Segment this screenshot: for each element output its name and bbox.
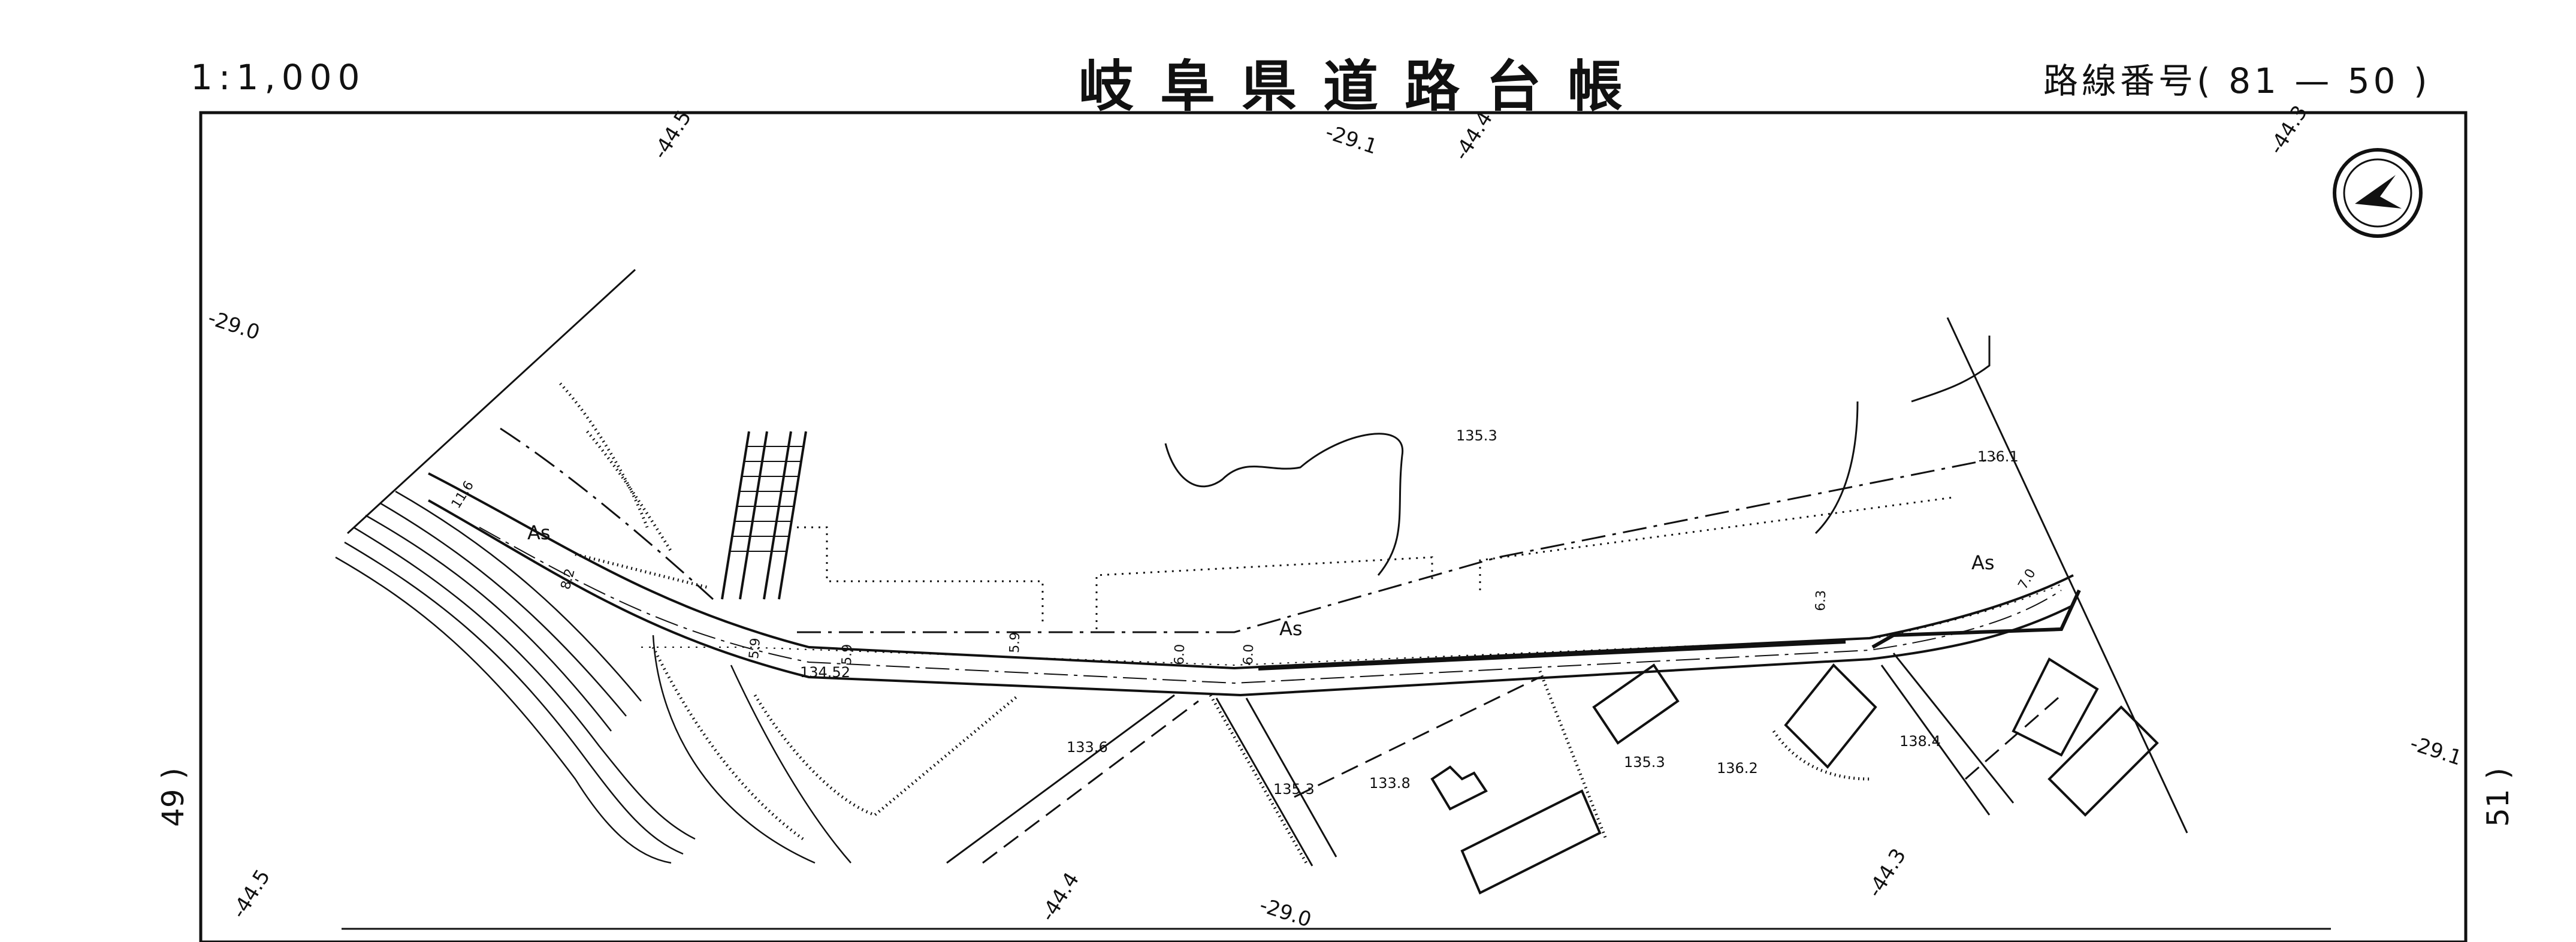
width-label: 5.9 [1007, 632, 1023, 653]
road-label: As [1279, 617, 1303, 640]
grid-label: -44.3 [2264, 101, 2313, 159]
elevation-label: 136.2 [1717, 760, 1758, 777]
grid-label: -44.5 [648, 106, 697, 164]
elevation-label: 133.8 [1369, 775, 1411, 792]
grid-label: -44.5 [227, 865, 276, 923]
elevation-label: 133.6 [1067, 739, 1108, 756]
width-label: 6.0 [1172, 644, 1188, 665]
road-label: As [1971, 551, 1995, 574]
grid-label: -29.0 [1257, 893, 1314, 932]
railway [721, 431, 807, 600]
road-label: As [527, 521, 551, 544]
elevation-label: 134.52 [800, 664, 850, 681]
width-label: 7.0 [2016, 566, 2039, 592]
grid-label: -29.1 [2407, 732, 2465, 771]
elevation-label: 136.1 [1977, 448, 2019, 465]
elevation-label: 138.4 [1899, 733, 1941, 750]
elevations: 135.3 136.1 134.52 133.6 135.3 133.8 135… [800, 427, 2019, 798]
width-label: 6.0 [1241, 644, 1257, 665]
grid-label: -44.4 [1036, 868, 1085, 926]
contours [335, 490, 851, 864]
elevation-label: 135.3 [1273, 781, 1315, 798]
width-label: 8.2 [558, 567, 578, 591]
grid-label: -44.3 [1863, 844, 1911, 902]
elevation-label: 135.3 [1624, 754, 1665, 771]
buildings [1430, 657, 2159, 895]
map-title: 岐阜県道路台帳 [1079, 55, 1650, 119]
width-label: 5.9 [747, 637, 763, 659]
side-streets [946, 653, 2062, 866]
road-edges [428, 472, 2081, 697]
route-number: 路線番号( 81 — 50 ) [2043, 53, 2431, 103]
upper-boundary [500, 427, 1996, 633]
width-label: 11.6 [449, 478, 477, 511]
road-labels: As As As [527, 521, 1995, 640]
grid-label: -44.4 [1449, 107, 1498, 165]
map-frame [199, 111, 2468, 942]
elevation-label: 135.3 [1456, 427, 1497, 444]
width-label: 5.9 [839, 644, 855, 665]
width-label: 6.3 [1813, 590, 1829, 611]
route-label: 路線番号( [2043, 61, 2214, 101]
route-number-value: 81 — 50 [2228, 61, 2399, 101]
north-arrow-icon [2333, 148, 2423, 238]
grid-label: -29.0 [205, 306, 262, 345]
hatched-slopes [559, 382, 1870, 864]
boundary-lines [346, 268, 2188, 834]
grid-label: -29.1 [1322, 120, 1380, 159]
map-scale: 1:1,000 [191, 57, 366, 98]
route-close: ) [2414, 61, 2431, 101]
dotted-fences [797, 496, 1954, 629]
grid-labels: -44.5 -29.1 -44.4 -44.3 -29.0 -29.1 -44.… [205, 101, 2465, 932]
